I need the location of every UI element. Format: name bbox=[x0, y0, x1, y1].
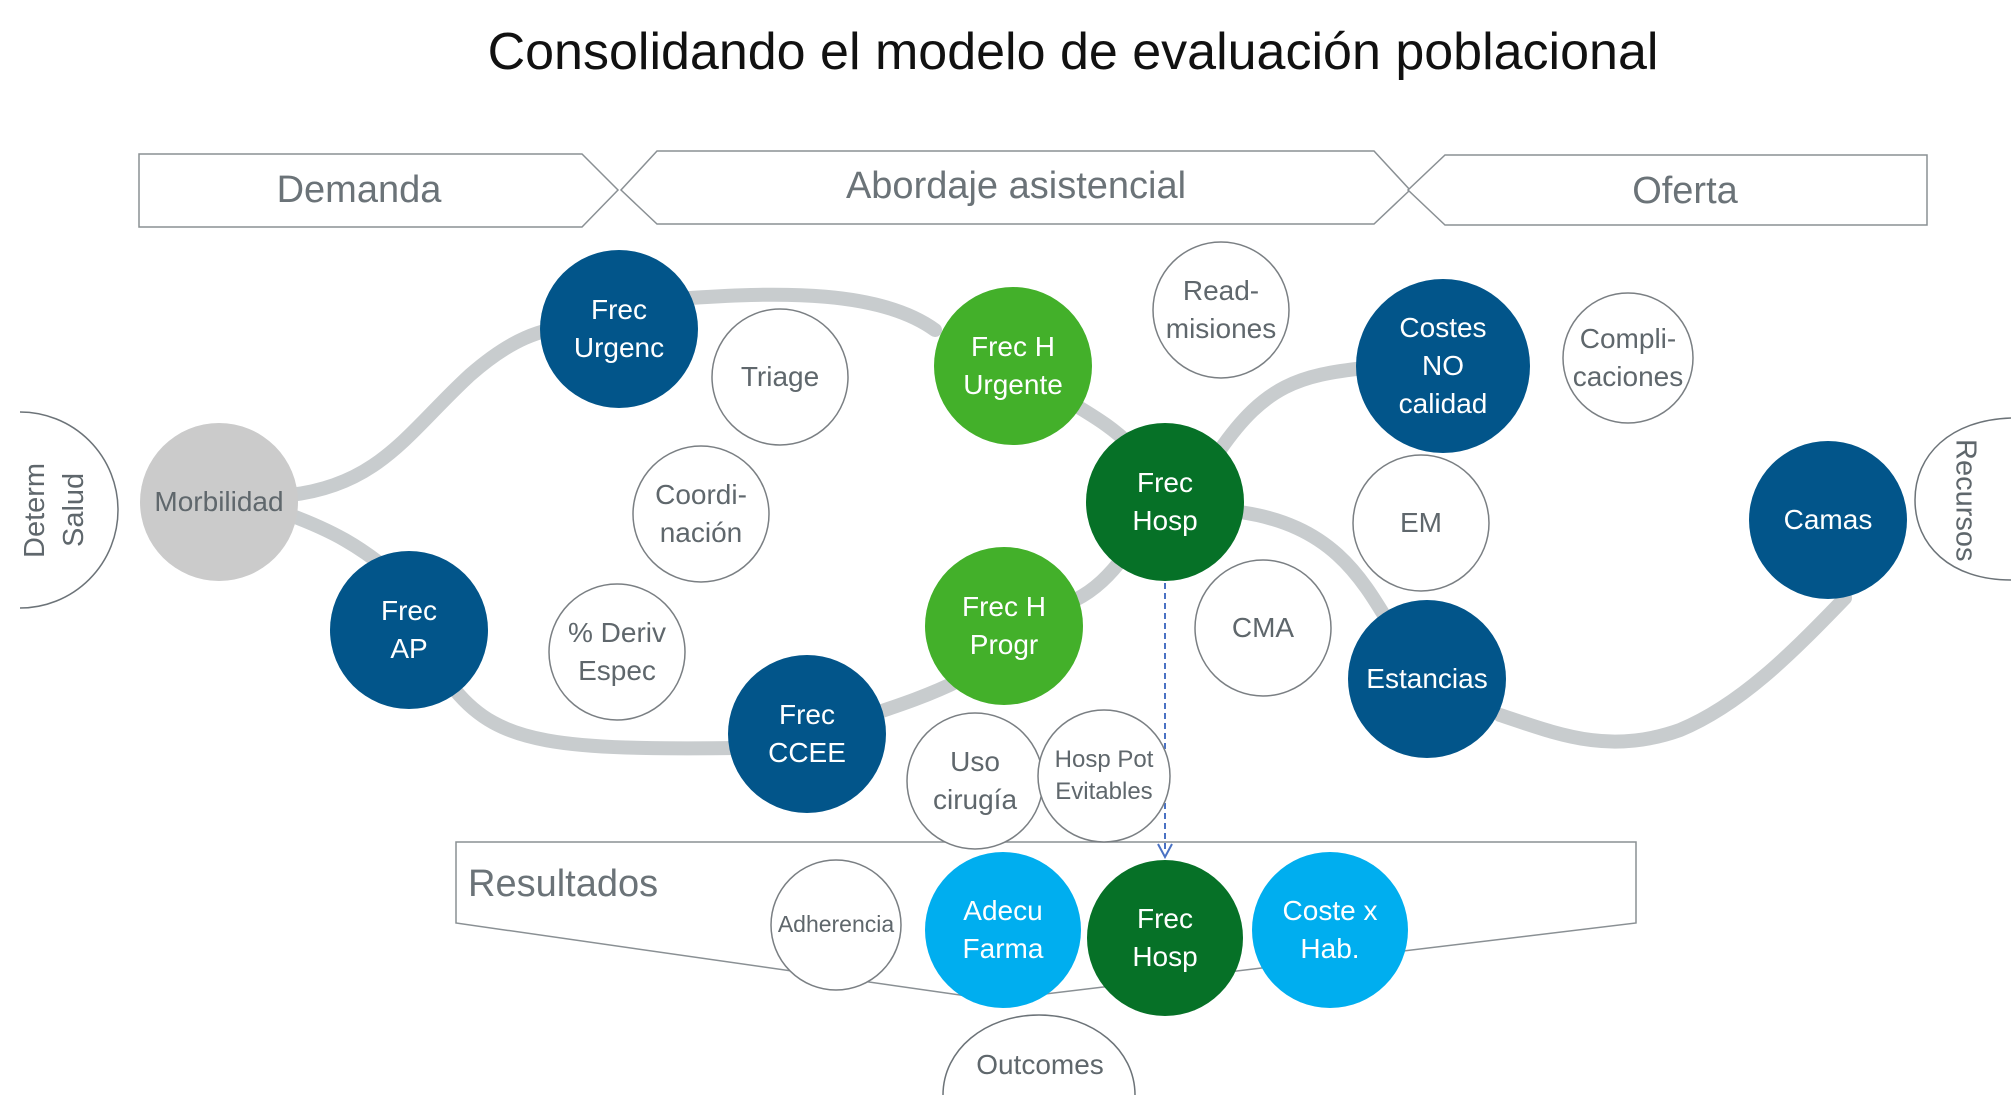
connector-hosp-estancias bbox=[1233, 505, 1397, 632]
node-camas-circle bbox=[1749, 441, 1907, 599]
node-coordinacion-label: Coordi- nación bbox=[655, 479, 747, 548]
connector-morbilidad-urgenc bbox=[283, 318, 587, 502]
band-abordaje-label: Abordaje asistencial bbox=[845, 164, 1187, 207]
connector-hosp-costes bbox=[1213, 361, 1372, 457]
node-complicaciones-label: Compli- caciones bbox=[1572, 323, 1684, 392]
node-coste-x-hab-circle bbox=[1252, 852, 1408, 1008]
node-frec-h-urgente-circle bbox=[934, 287, 1092, 445]
node-frec-ccee-label: Frec CCEE bbox=[768, 699, 846, 768]
node-estancias-label: Estancias bbox=[1366, 663, 1488, 695]
node-estancias-circle bbox=[1348, 600, 1506, 758]
node-readmisiones-circle bbox=[1152, 241, 1290, 379]
node-costes-no-calidad-circle bbox=[1356, 279, 1530, 453]
node-adherencia-label: Adherencia bbox=[777, 911, 895, 938]
band-demanda-shape bbox=[138, 153, 620, 228]
node-triage-label: Triage bbox=[740, 361, 820, 393]
node-costes-no-calidad-label: Costes NO calidad bbox=[1398, 312, 1488, 419]
node-adecu-farma-circle bbox=[925, 852, 1081, 1008]
node-frec-hosp-label: Frec Hosp bbox=[1132, 467, 1198, 536]
node-deriv-espec-label: % Deriv Espec bbox=[567, 617, 666, 686]
node-readmisiones-label: Read- misiones bbox=[1165, 275, 1277, 344]
node-frec-ccee-circle bbox=[728, 655, 886, 813]
node-complicaciones-circle bbox=[1562, 292, 1694, 424]
outcomes-arc bbox=[942, 1014, 1136, 1096]
node-frec-hosp-circle bbox=[1086, 423, 1244, 581]
arrow-head-icon bbox=[1157, 843, 1173, 860]
node-em-circle bbox=[1352, 454, 1490, 592]
node-frec-urgenc-circle bbox=[540, 250, 698, 408]
node-coste-x-hab-label: Coste x Hab. bbox=[1282, 895, 1378, 964]
connector-ap-ccee bbox=[448, 683, 747, 756]
recursos-arc-shape bbox=[1914, 417, 2011, 581]
determ-salud-arc bbox=[19, 411, 119, 609]
node-adherencia-circle bbox=[770, 859, 902, 991]
node-frec-ap-label: Frec AP bbox=[381, 595, 437, 664]
determ-salud-label: Determ Salud bbox=[18, 462, 90, 558]
node-morbilidad-circle bbox=[140, 423, 298, 581]
node-frec-h-urgente-label: Frec H Urgente bbox=[963, 331, 1063, 400]
node-coordinacion-circle bbox=[632, 445, 770, 583]
node-triage-circle bbox=[711, 308, 849, 446]
node-res-frec-hosp-label: Frec Hosp bbox=[1132, 903, 1198, 972]
node-cma-circle bbox=[1194, 559, 1332, 697]
node-hosp-pot-evitables-label: Hosp Pot Evitables bbox=[1054, 745, 1154, 805]
node-frec-ap-circle bbox=[330, 551, 488, 709]
node-camas-label: Camas bbox=[1783, 504, 1873, 536]
results-label: Resultados bbox=[468, 863, 659, 906]
band-demanda-label: Demanda bbox=[276, 168, 442, 211]
band-oferta-shape bbox=[1406, 154, 1928, 226]
node-frec-h-progr-circle bbox=[925, 547, 1083, 705]
connector-urgenc-hurgente bbox=[683, 287, 942, 337]
node-morbilidad-label: Morbilidad bbox=[154, 486, 284, 518]
node-uso-cirugia-label: Uso cirugía bbox=[932, 746, 1018, 815]
node-frec-urgenc-label: Frec Urgenc bbox=[573, 294, 665, 363]
node-hosp-pot-evitables-circle bbox=[1037, 709, 1171, 843]
node-deriv-espec-circle bbox=[548, 583, 686, 721]
page-title: Consolidando el modelo de evaluación pob… bbox=[487, 23, 1659, 81]
recursos-label: Recursos bbox=[1949, 438, 1982, 562]
band-oferta-label: Oferta bbox=[1632, 169, 1738, 212]
band-abordaje-shape bbox=[619, 150, 1412, 225]
connector-estancias-camas bbox=[1493, 591, 1852, 749]
outcomes-label: Outcomes bbox=[976, 1049, 1104, 1081]
node-frec-h-progr-label: Frec H Progr bbox=[962, 591, 1046, 660]
node-res-frec-hosp-circle bbox=[1087, 860, 1243, 1016]
node-cma-label: CMA bbox=[1231, 612, 1295, 644]
node-em-label: EM bbox=[1400, 507, 1442, 539]
node-adecu-farma-label: Adecu Farma bbox=[962, 895, 1044, 964]
